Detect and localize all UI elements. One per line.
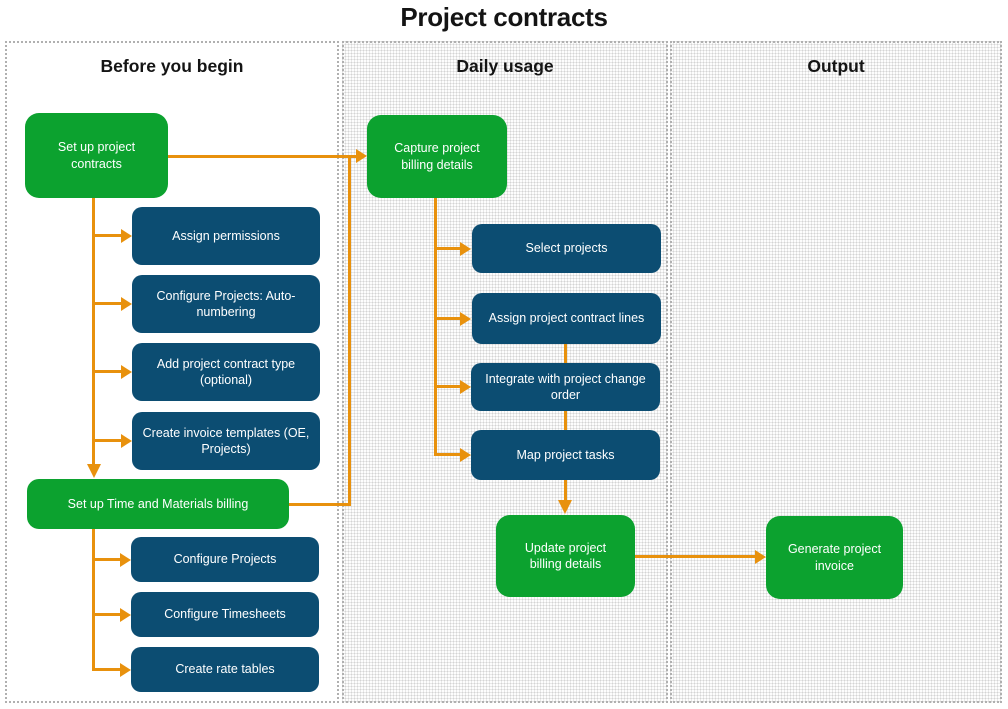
flow-line [92, 439, 122, 442]
flow-line [92, 529, 95, 671]
arrowhead-into-tm-billing [87, 464, 101, 478]
panel-output: Output [670, 41, 1002, 703]
page-title: Project contracts [400, 2, 608, 32]
arrowhead-into-create-invoice-templates [121, 434, 132, 448]
arrowhead-into-assign-permissions [121, 229, 132, 243]
flow-line [92, 370, 122, 373]
node-configure-projects-auto-numbering: Configure Projects: Auto-numbering [132, 275, 320, 333]
flow-line [434, 453, 461, 456]
arrowhead-into-create-rate-tables [120, 663, 131, 677]
node-set-up-project-contracts: Set up project contracts [25, 113, 168, 198]
node-select-projects: Select projects [472, 224, 661, 273]
node-configure-projects: Configure Projects [131, 537, 319, 582]
flow-line [434, 247, 461, 250]
arrowhead-into-assign-contract-lines [460, 312, 471, 326]
arrowhead-into-configure-timesheets [120, 608, 131, 622]
node-create-rate-tables: Create rate tables [131, 647, 319, 692]
node-integrate-with-project-change-order: Integrate with project change order [471, 363, 660, 411]
flow-line [92, 302, 122, 305]
panel-header-daily-usage: Daily usage [456, 56, 554, 76]
flow-line [564, 480, 567, 501]
flow-line [434, 385, 461, 388]
panel-header-output: Output [807, 56, 865, 76]
flow-line [92, 613, 120, 616]
node-capture-project-billing-details: Capture project billing details [367, 115, 507, 198]
flow-line [289, 503, 351, 506]
flow-line [434, 198, 437, 456]
flow-line [564, 344, 567, 363]
flow-line [434, 317, 461, 320]
flow-line [92, 198, 95, 465]
flow-line [168, 155, 356, 158]
arrowhead-into-update-billing [558, 500, 572, 514]
flow-line [92, 558, 120, 561]
flow-line [92, 234, 122, 237]
panel-header-before-you-begin: Before you begin [100, 56, 244, 76]
arrowhead-into-capture-billing [356, 149, 367, 163]
node-update-project-billing-details: Update project billing details [496, 515, 635, 597]
node-generate-project-invoice: Generate project invoice [766, 516, 903, 599]
node-assign-permissions: Assign permissions [132, 207, 320, 265]
flow-line [635, 555, 756, 558]
node-create-invoice-templates: Create invoice templates (OE, Projects) [132, 412, 320, 470]
arrowhead-into-configure-projects-numbering [121, 297, 132, 311]
arrowhead-into-generate-invoice [755, 550, 766, 564]
flow-line [564, 411, 567, 430]
arrowhead-into-integrate-change-order [460, 380, 471, 394]
arrowhead-into-configure-projects [120, 553, 131, 567]
flow-line [348, 155, 351, 506]
flow-line [92, 668, 120, 671]
node-map-project-tasks: Map project tasks [471, 430, 660, 480]
node-configure-timesheets: Configure Timesheets [131, 592, 319, 637]
node-add-project-contract-type: Add project contract type (optional) [132, 343, 320, 401]
node-assign-project-contract-lines: Assign project contract lines [472, 293, 661, 344]
arrowhead-into-add-contract-type [121, 365, 132, 379]
arrowhead-into-select-projects [460, 242, 471, 256]
node-set-up-time-and-materials-billing: Set up Time and Materials billing [27, 479, 289, 529]
arrowhead-into-map-tasks [460, 448, 471, 462]
